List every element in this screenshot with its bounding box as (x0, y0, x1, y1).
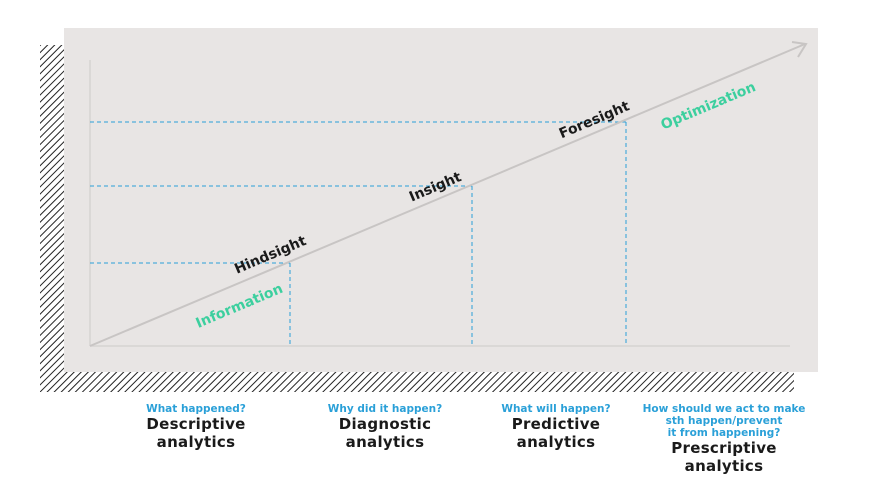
stage-title-line: Descriptive (146, 415, 246, 433)
stage-diagnostic: Why did it happen? Diagnostic analytics (305, 403, 465, 451)
stage-title-line: analytics (516, 433, 596, 451)
arrow-head-icon (791, 41, 808, 58)
stage-title-line: Prescriptive (671, 439, 777, 457)
growth-arrow-line (89, 43, 806, 347)
stage-title-line: Predictive (511, 415, 601, 433)
stage-title-line: analytics (156, 433, 236, 451)
dashed-guides (90, 121, 627, 346)
stage-question: Why did it happen? (327, 403, 443, 415)
stage-prescriptive: How should we act to make sth happen/pre… (634, 403, 814, 475)
stage-descriptive: What happened? Descriptive analytics (116, 403, 276, 451)
stage-predictive: What will happen? Predictive analytics (476, 403, 636, 451)
diagram-panel (64, 28, 818, 372)
stage-title-line: analytics (684, 457, 764, 475)
stage-title-line: Diagnostic (338, 415, 432, 433)
stage-question-line: it from happening? (667, 427, 781, 439)
stage-question-line: sth happen/prevent (665, 415, 783, 427)
stage-title-line: analytics (345, 433, 425, 451)
stage-question-line: How should we act to make (642, 403, 806, 415)
stage-question: What will happen? (501, 403, 611, 415)
stage-question: What happened? (146, 403, 246, 415)
